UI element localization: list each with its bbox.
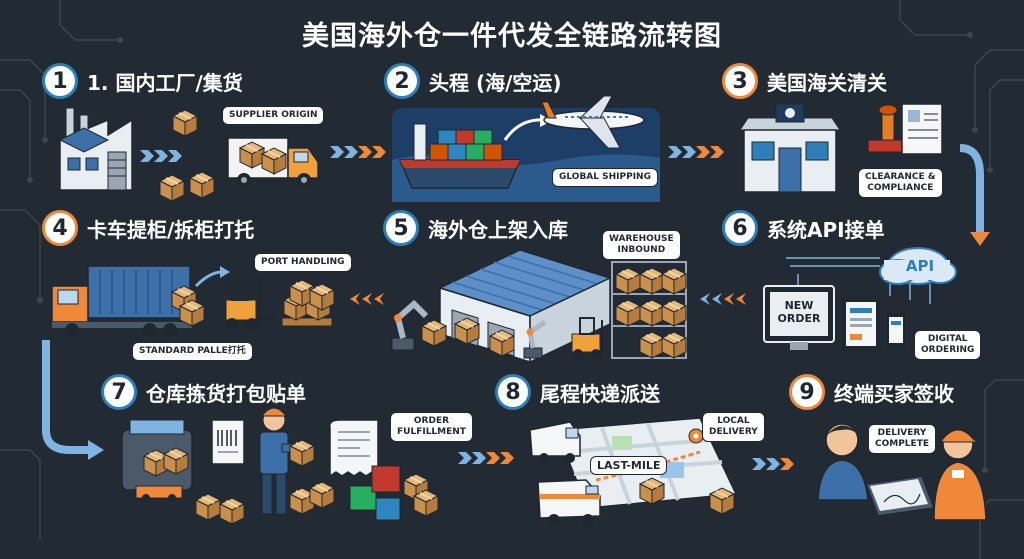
van-icon <box>537 479 601 526</box>
tablet-icon <box>864 475 936 517</box>
step-title: 卡车提柜/拆柜打托 <box>87 217 255 242</box>
flow-arrow <box>350 293 384 305</box>
order-label-line1: ORDER <box>413 416 450 426</box>
page-title: 美国海外仓一件代发全链路流转图 <box>302 21 722 52</box>
local-label-line1: LOCAL <box>717 416 750 426</box>
warehouse-label-line2: INBOUND <box>617 245 666 255</box>
flow-arrow <box>458 452 486 464</box>
customs-building-icon <box>739 103 841 193</box>
step-5-header: 5 海外仓上架入库 <box>383 210 568 246</box>
step-8-header: 8 尾程快递派送 <box>495 374 660 410</box>
digital-ordering-label: DIGITAL ORDERING <box>914 330 982 360</box>
step-2-header: 2 头程 (海/空运) <box>384 63 562 99</box>
step-number-badge: 3 <box>722 63 758 99</box>
standard-pallet-label: STANDARD PALLE打托 <box>132 342 253 361</box>
step-number-badge: 5 <box>383 210 419 246</box>
new-order-label: NEW ORDER <box>770 299 828 325</box>
courier-icon <box>933 428 987 521</box>
worker-icon <box>259 407 301 515</box>
delivery-label-line1: DELIVERY <box>877 428 927 438</box>
order-fulfillment-label: ORDER FULFILLMENT <box>390 412 473 442</box>
new-order-line1: NEW <box>784 299 814 312</box>
tablet-icon <box>842 296 880 352</box>
step-number-badge: 7 <box>101 374 137 410</box>
flow-arrow <box>752 458 780 470</box>
shelving-icon <box>611 261 687 359</box>
warehouse-inbound-label: WAREHOUSE INBOUND <box>602 230 681 260</box>
step-title: 终端买家签收 <box>834 381 954 406</box>
delivery-label-line2: COMPLETE <box>875 439 929 449</box>
cloud-api-icon <box>879 247 957 285</box>
monitor-icon <box>763 285 835 350</box>
local-label-line2: DELIVERY <box>709 427 758 437</box>
local-delivery-label: LOCAL DELIVERY <box>702 412 765 442</box>
flow-arrow <box>959 144 984 235</box>
step-7-header: 7 仓库拣货打包贴单 <box>101 374 306 410</box>
container-truck-icon <box>51 265 192 337</box>
clearance-label-line2: COMPLIANCE <box>867 183 934 193</box>
step-title: 仓库拣货打包贴单 <box>146 381 306 406</box>
cargo-ship-icon <box>398 123 522 189</box>
flow-arrow <box>330 146 358 158</box>
step-1-header: 1 1. 国内工厂/集货 <box>42 63 243 99</box>
step-number-badge: 8 <box>495 374 531 410</box>
step-title: 美国海关清关 <box>767 70 887 95</box>
step-number-badge: 6 <box>722 210 758 246</box>
step-title: 1. 国内工厂/集货 <box>87 70 243 95</box>
stamp-icon <box>867 104 909 153</box>
flow-arrow <box>724 293 746 305</box>
global-shipping-label: GLOBAL SHIPPING <box>552 168 658 187</box>
clearance-label: CLEARANCE & COMPLIANCE <box>858 168 943 198</box>
step-4-header: 4 卡车提柜/拆柜打托 <box>42 210 254 246</box>
document-icon <box>901 103 943 155</box>
phone-icon <box>886 312 906 350</box>
order-label-line2: FULFILLMENT <box>397 427 466 437</box>
clearance-label-line1: CLEARANCE & <box>865 172 936 182</box>
airplane-icon <box>541 95 645 149</box>
forklift-icon <box>225 278 274 330</box>
digital-label-line2: ORDERING <box>921 345 975 355</box>
step-number-badge: 2 <box>384 63 420 99</box>
robot-arm-icon <box>523 319 547 359</box>
step-title: 系统API接单 <box>767 217 885 242</box>
receipt-icon <box>328 419 379 478</box>
step-title: 头程 (海/空运) <box>429 70 562 95</box>
digital-label-line1: DIGITAL <box>927 334 968 344</box>
cargo-box-icon <box>172 109 198 137</box>
step-number-badge: 9 <box>789 374 825 410</box>
warehouse-label-line1: WAREHOUSE <box>609 234 674 244</box>
step-number-badge: 1 <box>42 63 78 99</box>
api-label: API <box>905 257 935 275</box>
new-order-line2: ORDER <box>777 312 821 325</box>
robot-arm-icon <box>391 299 429 351</box>
flow-arrow <box>140 150 182 162</box>
step-title: 海外仓上架入库 <box>428 217 568 242</box>
delivery-complete-label: DELIVERY COMPLETE <box>868 424 936 454</box>
last-mile-label: LAST-MILE <box>590 456 668 475</box>
step-6-header: 6 系统API接单 <box>722 210 885 246</box>
step-9-header: 9 终端买家签收 <box>789 374 954 410</box>
flow-arrow <box>668 146 696 158</box>
step-number-badge: 4 <box>42 210 78 246</box>
warehouse-icon <box>437 249 613 364</box>
port-handling-label: PORT HANDLING <box>254 253 352 272</box>
supplier-origin-label: SUPPLIER ORIGIN <box>222 106 325 125</box>
pallet-icon <box>281 279 335 327</box>
customer-icon <box>817 423 869 501</box>
forklift-icon <box>571 317 603 359</box>
van-icon <box>529 421 581 463</box>
factory-icon <box>58 107 133 191</box>
step-3-header: 3 美国海关清关 <box>722 63 887 99</box>
document-icon <box>211 419 245 465</box>
flow-arrow <box>42 340 92 454</box>
step-title: 尾程快递派送 <box>540 381 660 406</box>
